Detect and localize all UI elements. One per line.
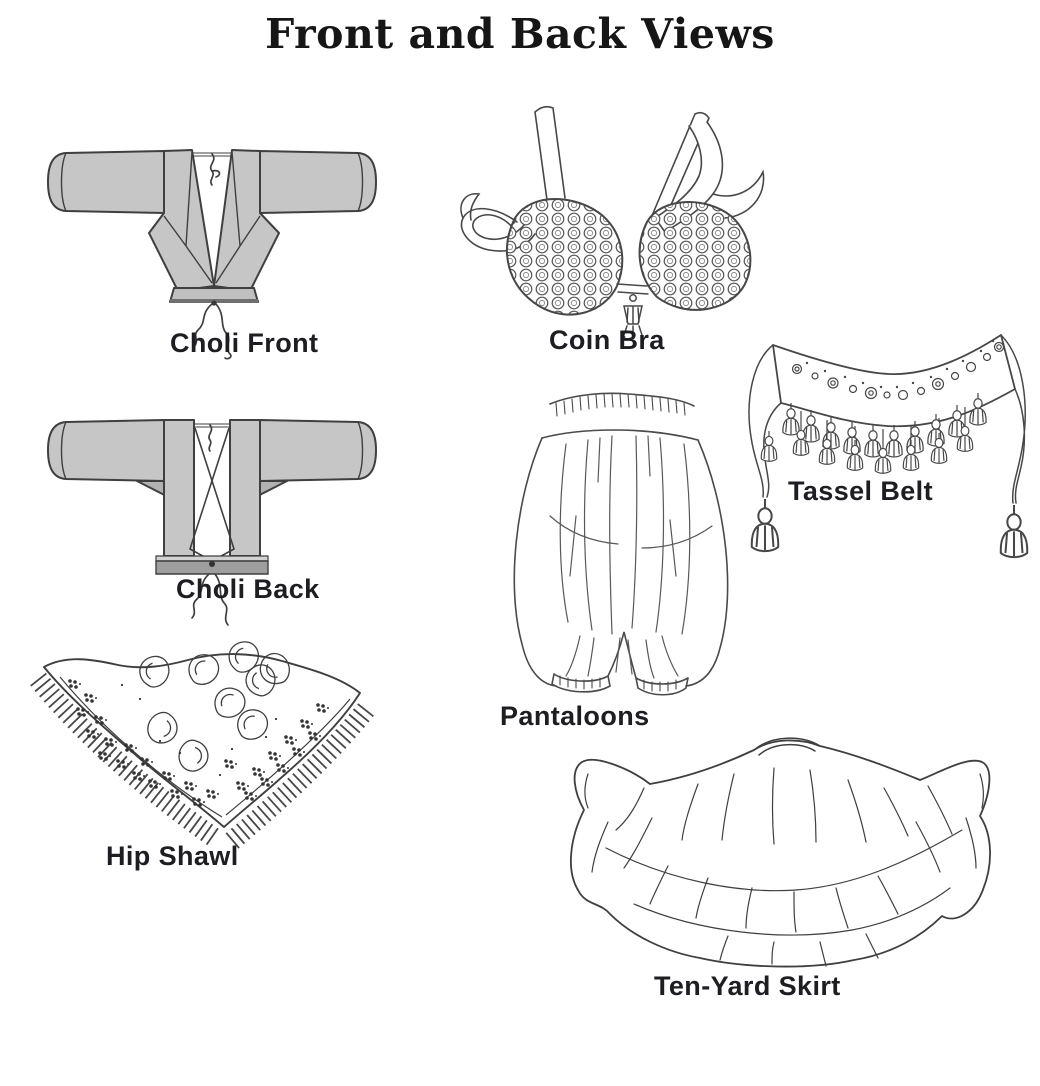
ten-yard-skirt-label: Ten-Yard Skirt [654,971,841,1001]
ten-yard-skirt-illustration [569,737,991,968]
choli-back-figure: Choli Back [42,406,382,626]
coin-bra-label: Coin Bra [549,325,665,355]
pantaloons-illustration [513,392,729,696]
page-title: Front and Back Views [265,10,775,58]
coin-bra-illustration [460,105,765,340]
choli-back-illustration [47,419,377,626]
tassel-belt-label: Tassel Belt [788,476,933,506]
hip-shawl-figure: Hip Shawl [30,633,378,888]
choli-front-label: Choli Front [170,328,319,358]
coin-bra-figure: Coin Bra [455,100,790,365]
hip-shawl-illustration [30,640,376,849]
hip-shawl-label: Hip Shawl [106,841,239,871]
tassel-belt-illustration [748,334,1029,559]
tassel-belt-figure: Tassel Belt [733,313,1035,563]
choli-back-label: Choli Back [176,574,320,604]
choli-front-figure: Choli Front [42,136,382,376]
pantaloons-label: Pantaloons [500,701,650,731]
choli-front-illustration [47,149,377,360]
ten-yard-skirt-figure: Ten-Yard Skirt [548,722,1020,1022]
pantaloons-figure: Pantaloons [494,386,746,741]
